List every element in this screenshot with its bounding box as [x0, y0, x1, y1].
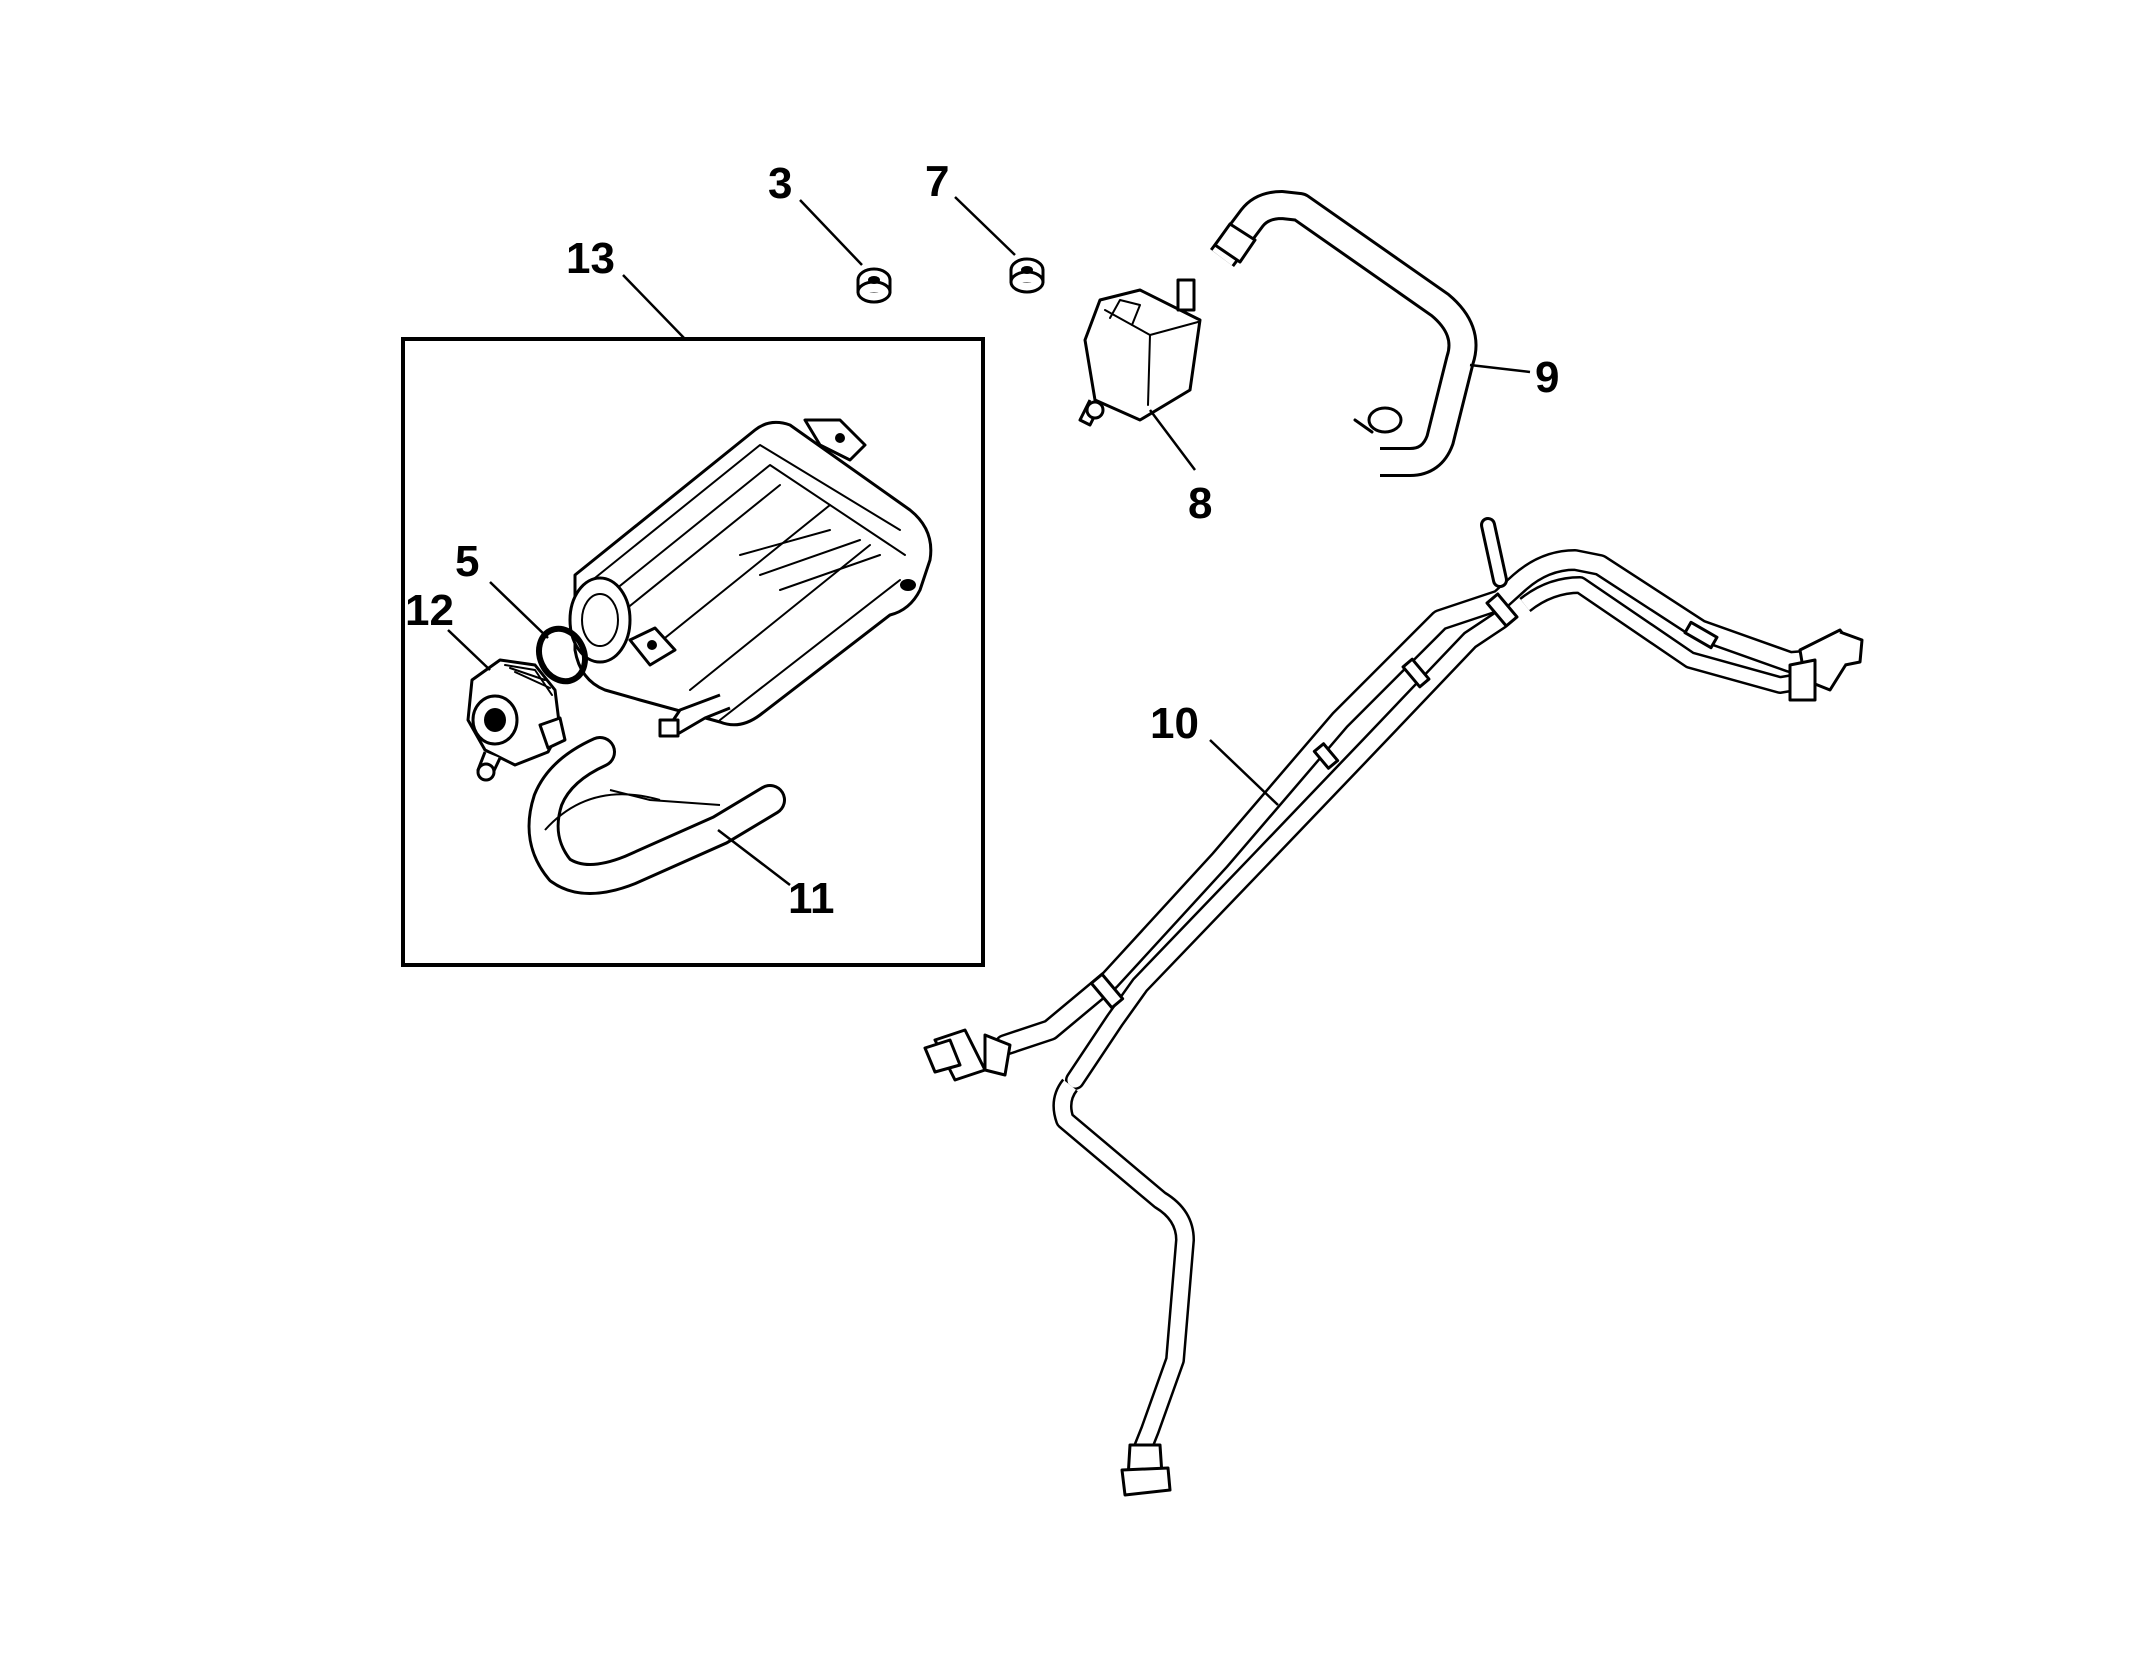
- part-5-o-ring[interactable]: [531, 621, 594, 689]
- leader-10: [1209, 739, 1279, 806]
- leader-11: [717, 829, 791, 886]
- part-3-nut[interactable]: [856, 267, 892, 304]
- leader-13: [622, 274, 686, 340]
- callout-3: 3: [768, 159, 792, 208]
- kit-box-13: [401, 337, 985, 967]
- part-11-hose[interactable]: [527, 736, 786, 895]
- callout-12: 12: [405, 586, 454, 635]
- part-9-vent-hose[interactable]: [1210, 190, 1478, 477]
- part-12-valve[interactable]: [466, 658, 567, 782]
- leader-3: [799, 199, 863, 266]
- callout-5: 5: [455, 537, 479, 586]
- part-7-nut[interactable]: [1009, 257, 1045, 294]
- part-10-vapor-line[interactable]: [923, 517, 1864, 1497]
- callout-11: 11: [788, 874, 835, 923]
- leader-8: [1149, 409, 1196, 471]
- callout-8: 8: [1188, 479, 1212, 528]
- part-13-evap-canister[interactable]: [568, 418, 933, 738]
- callout-13: 13: [566, 234, 615, 283]
- leader-7: [954, 196, 1016, 256]
- leader-5: [489, 581, 549, 639]
- leader-9: [1469, 363, 1531, 374]
- callout-7: 7: [925, 157, 949, 206]
- callout-9: 9: [1535, 353, 1559, 402]
- leader-12: [447, 629, 491, 671]
- callout-10: 10: [1150, 699, 1199, 748]
- part-8-purge-solenoid[interactable]: [1078, 278, 1202, 427]
